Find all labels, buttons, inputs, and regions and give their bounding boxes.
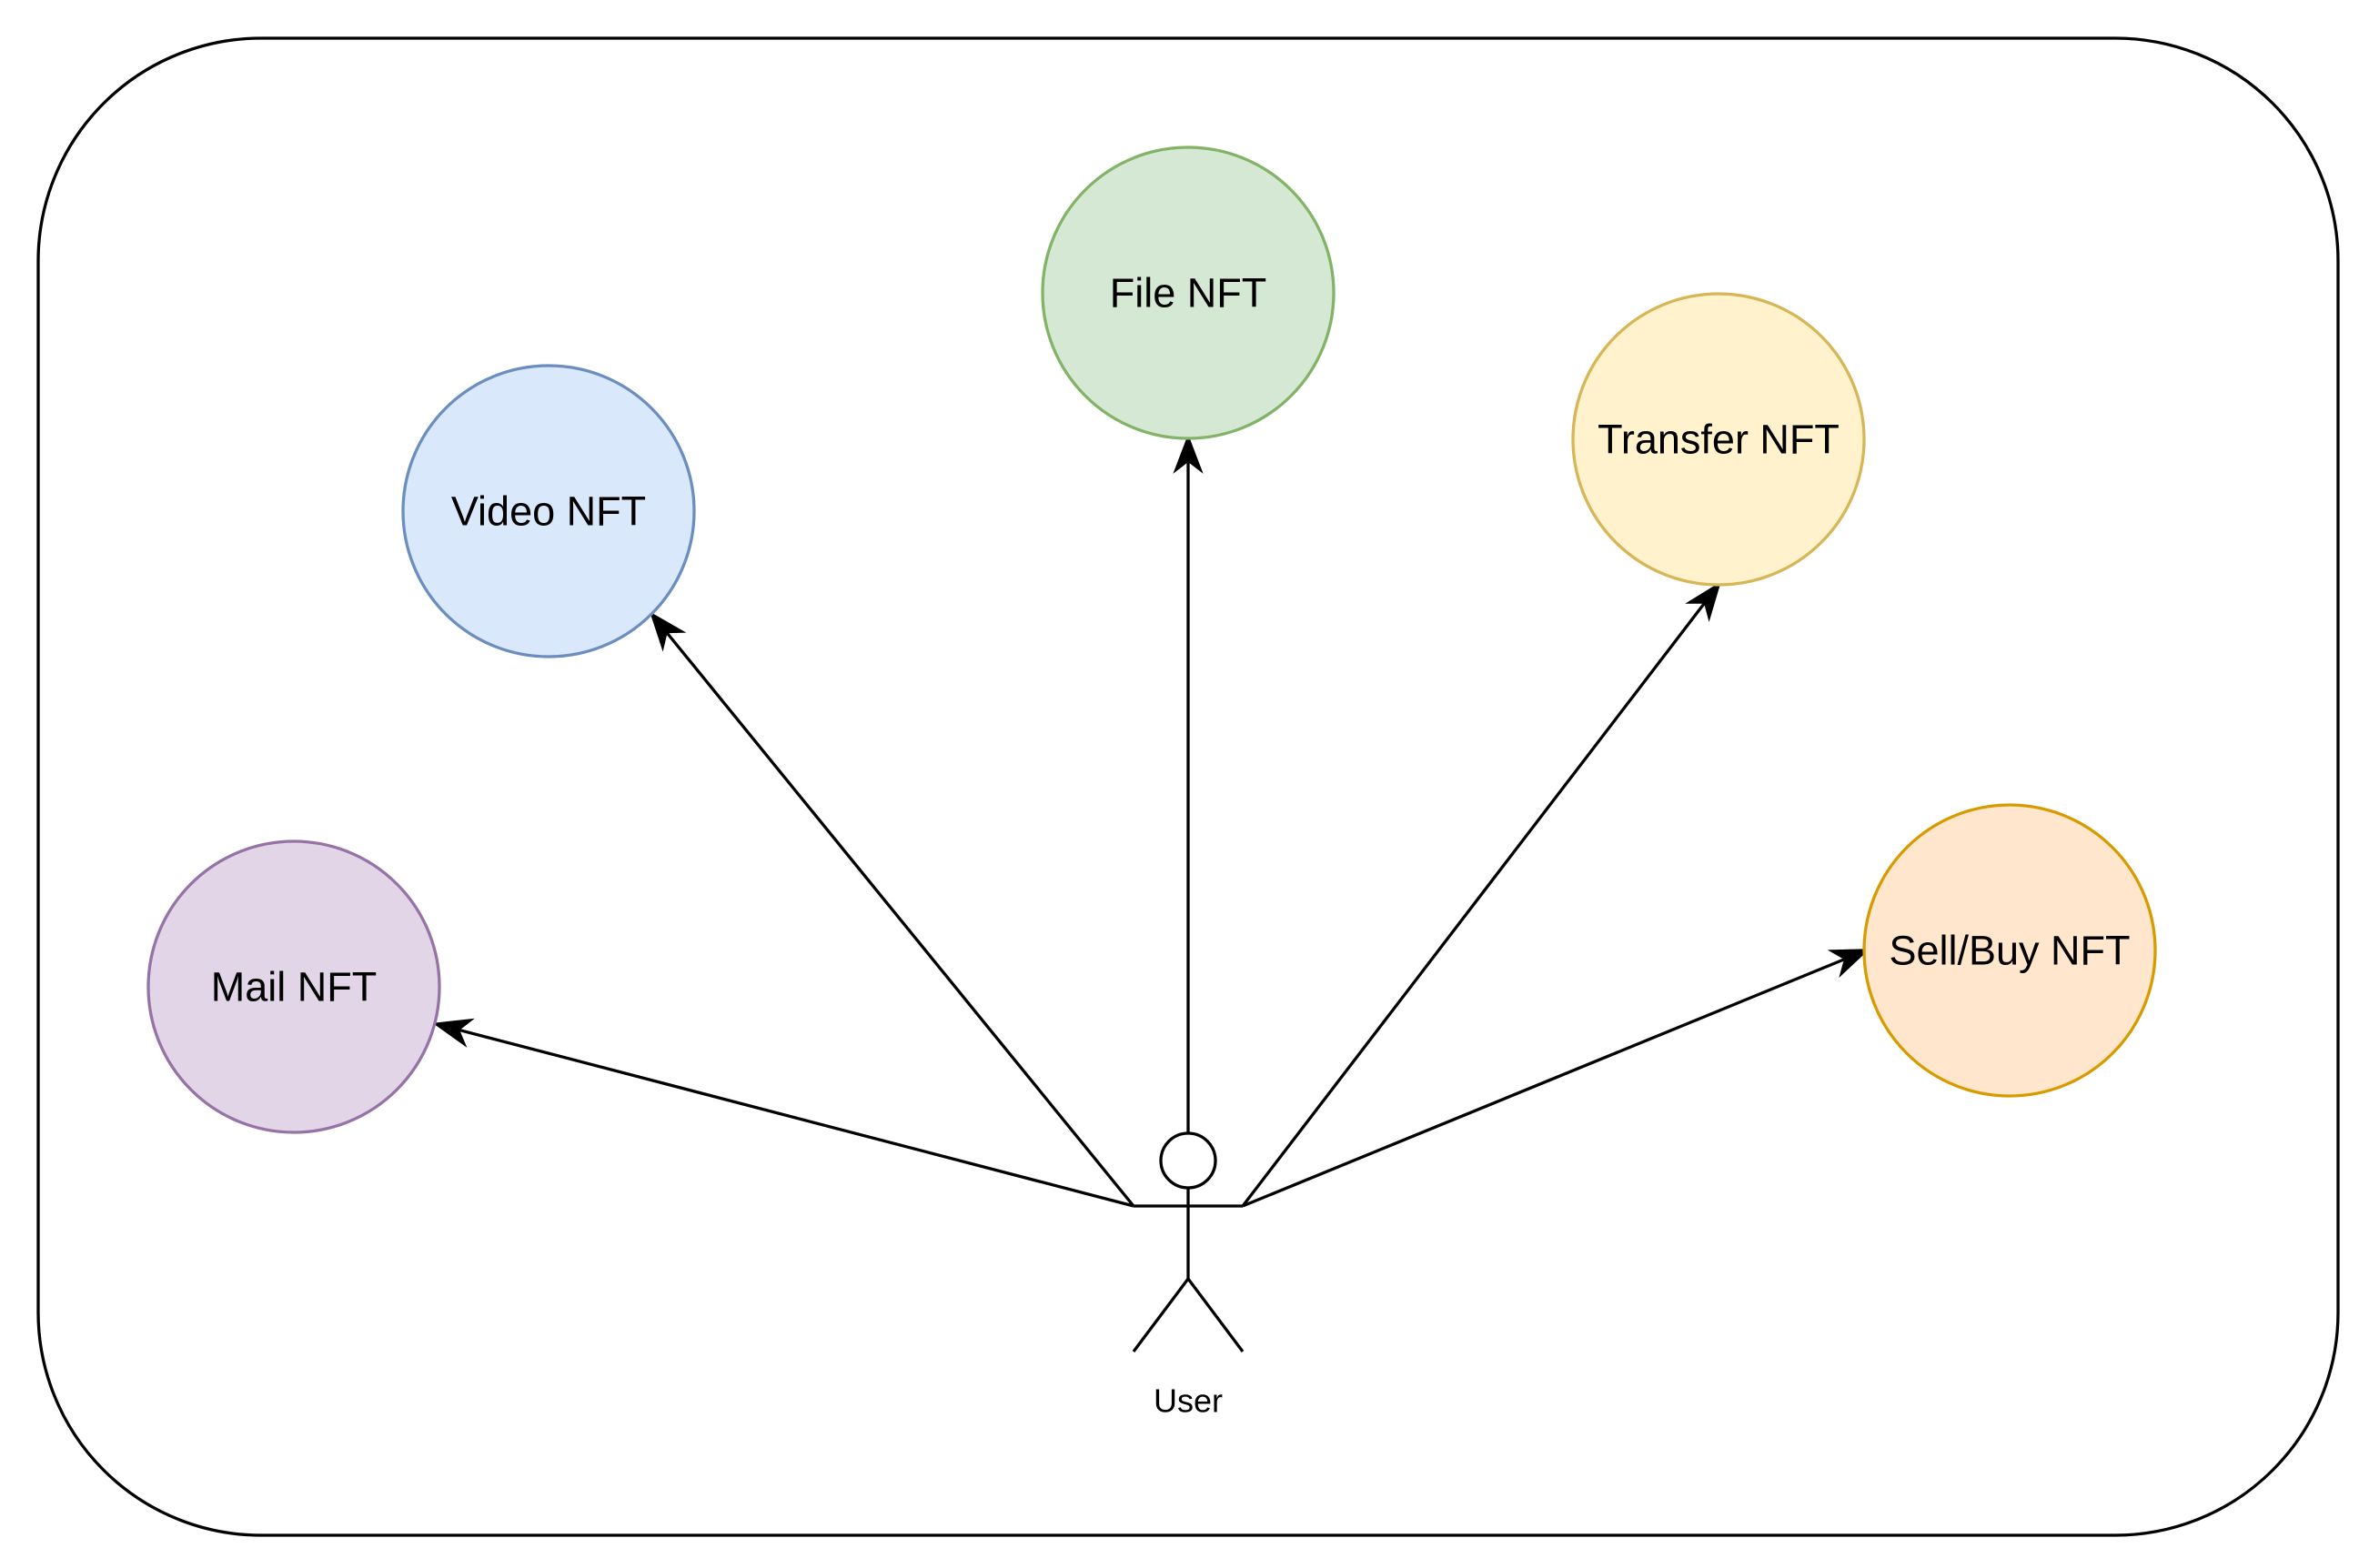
node-circle-transfer: [1571, 292, 1866, 587]
node-label-sellbuy: Sell/Buy NFT: [1889, 928, 2130, 974]
edge-line-video: [664, 630, 1135, 1208]
edge-arrowhead-transfer: [1685, 581, 1721, 622]
actor-label: User: [1154, 1382, 1223, 1420]
actor-left-leg: [1132, 1278, 1190, 1352]
edges-layer: [432, 434, 1870, 1208]
node-circle-video: [401, 364, 696, 658]
node-mail[interactable]: Mail NFT: [146, 839, 441, 1134]
node-circle-file: [1041, 146, 1336, 440]
actor-head: [1159, 1131, 1217, 1190]
nodes-layer: Mail NFT Video NFT File NFT Transfer NFT Sel…: [146, 146, 2157, 1134]
node-label-file: File NFT: [1110, 270, 1267, 317]
actor-right-leg: [1186, 1278, 1245, 1352]
edge-user-to-mail[interactable]: [432, 1018, 1134, 1208]
node-label-video: Video NFT: [451, 488, 646, 535]
edge-arrowhead-mail: [432, 1018, 475, 1048]
user-actor[interactable]: User: [1132, 1131, 1245, 1420]
node-video[interactable]: Video NFT: [401, 364, 696, 658]
node-label-transfer: Transfer NFT: [1598, 417, 1840, 463]
edge-arrowhead-video: [650, 611, 687, 652]
node-file[interactable]: File NFT: [1041, 146, 1336, 440]
edge-line-sellbuy: [1242, 957, 1847, 1208]
edge-user-to-transfer[interactable]: [1241, 581, 1721, 1208]
edge-user-to-video[interactable]: [650, 611, 1135, 1208]
edge-line-mail: [457, 1028, 1134, 1208]
edge-user-to-sellbuy[interactable]: [1242, 949, 1870, 1208]
node-label-mail: Mail NFT: [211, 964, 377, 1010]
node-sellbuy[interactable]: Sell/Buy NFT: [1862, 803, 2157, 1098]
edge-line-transfer: [1241, 601, 1707, 1208]
node-circle-sellbuy: [1862, 803, 2157, 1098]
edge-arrowhead-sellbuy: [1827, 949, 1870, 979]
node-circle-mail: [146, 839, 441, 1134]
node-transfer[interactable]: Transfer NFT: [1571, 292, 1866, 587]
edge-user-to-file[interactable]: [1173, 434, 1204, 1133]
edge-arrowhead-file: [1173, 434, 1204, 474]
